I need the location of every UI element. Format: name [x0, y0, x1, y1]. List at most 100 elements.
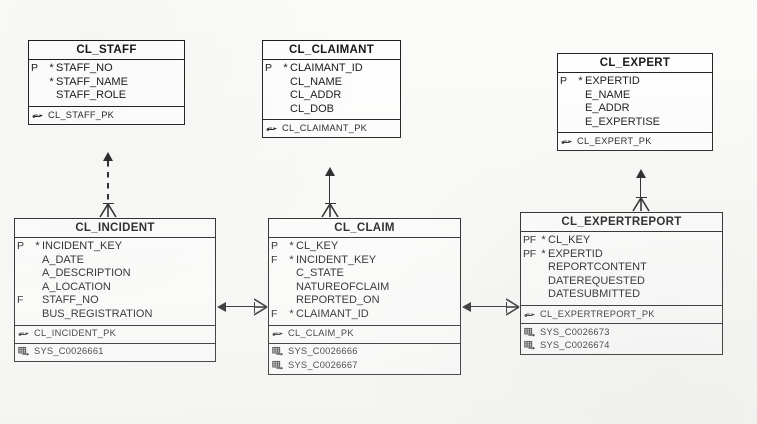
key-section: CL_STAFF_PK: [29, 107, 184, 124]
attribute-mandatory-marker: *: [289, 253, 294, 266]
attribute-row: STAFF_ROLE: [29, 89, 184, 103]
primary-key-label: CL_STAFF_PK: [48, 109, 115, 120]
attribute-row: A_DESCRIPTION: [15, 267, 215, 281]
attribute-row: F STAFF_NO: [15, 294, 215, 308]
attribute-mandatory-marker: *: [578, 75, 583, 87]
attribute-row: NATUREOFCLAIM: [269, 281, 460, 295]
index-row: SYS_C0026667: [269, 359, 460, 373]
primary-key-icon: [272, 332, 284, 337]
attribute-name: INCIDENT_KEY: [296, 253, 377, 266]
index-section: SYS_C0026661: [15, 344, 215, 361]
attribute-key-marker: F: [17, 294, 24, 307]
index-label: SYS_C0026666: [288, 346, 358, 357]
attribute-row: P*CLAIMANT_ID: [263, 62, 400, 76]
attribute-row: P*CL_KEY: [269, 240, 460, 254]
rel-report-claim-crows-foot: [506, 298, 520, 316]
attribute-name: E_EXPERTISE: [585, 115, 660, 128]
primary-key-icon: [266, 127, 278, 131]
attribute-row: F*INCIDENT_KEY: [269, 254, 460, 268]
attribute-row: BUS_REGISTRATION: [15, 308, 215, 322]
rel-claim-incident-line: [225, 306, 255, 308]
attribute-name: REPORTED_ON: [296, 294, 380, 307]
index-icon: [524, 327, 537, 338]
attribute-name: BUS_REGISTRATION: [42, 307, 153, 320]
primary-key-icon: [32, 113, 44, 118]
attribute-row: *STAFF_NAME: [29, 76, 184, 90]
attribute-mandatory-marker: *: [289, 240, 294, 252]
rel-report-expert-line: [640, 177, 642, 200]
attribute-row: P*INCIDENT_KEY: [15, 240, 215, 254]
attribute-row: F*CLAIMANT_ID: [269, 308, 460, 322]
attribute-name: CL_KEY: [296, 240, 339, 252]
primary-key-row: CL_EXPERTREPORT_PK: [521, 307, 722, 321]
index-row: SYS_C0026666: [269, 345, 460, 359]
primary-key-icon: [561, 140, 573, 144]
entity-title: CL_INCIDENT: [15, 219, 215, 238]
rel-report-expert-crows-foot: [632, 198, 650, 212]
rel-incident-staff-line: [107, 161, 109, 204]
rel-claim-claimant-tick: [324, 203, 336, 204]
rel-report-expert-arrowhead: [635, 169, 646, 178]
index-icon: [524, 341, 536, 350]
attribute-row: C_STATE: [269, 267, 460, 281]
key-section: CL_CLAIM_PK: [269, 326, 460, 344]
entity-title: CL_CLAIM: [269, 219, 460, 238]
attribute-row: REPORTED_ON: [269, 294, 460, 308]
attribute-name: STAFF_ROLE: [56, 89, 127, 102]
attribute-row: A_LOCATION: [15, 281, 215, 295]
attribute-name: NATUREOFCLAIM: [296, 280, 390, 293]
attribute-row: CL_DOB: [263, 103, 400, 117]
key-section: CL_INCIDENT_PK: [15, 326, 215, 344]
entity-title: CL_EXPERT: [558, 54, 712, 73]
attribute-mandatory-marker: *: [541, 234, 546, 246]
primary-key-icon: [524, 312, 536, 317]
attribute-key-marker: P: [31, 62, 38, 74]
index-label: SYS_C0026667: [288, 359, 358, 370]
attribute-name: STAFF_NAME: [56, 75, 128, 88]
rel-report-claim-line: [470, 306, 507, 308]
primary-key-row: CL_STAFF_PK: [29, 108, 184, 122]
attribute-mandatory-marker: *: [35, 240, 40, 252]
attribute-key-marker: P: [265, 62, 272, 74]
rel-report-claim-arrowhead: [462, 301, 471, 312]
index-icon: [524, 327, 536, 337]
attribute-name: STAFF_NO: [42, 294, 99, 307]
index-label: SYS_C0026661: [34, 346, 104, 357]
index-icon: [18, 346, 31, 357]
primary-key-icon: [272, 328, 285, 339]
primary-key-icon: [524, 309, 537, 320]
primary-key-label: CL_CLAIM_PK: [288, 328, 354, 339]
primary-key-icon: [18, 332, 30, 337]
attribute-mandatory-marker: *: [289, 307, 294, 320]
rel-claim-claimant-crows-foot: [321, 204, 339, 218]
attribute-name: CL_DOB: [290, 102, 335, 115]
primary-key-row: CL_CLAIMANT_PK: [263, 122, 400, 136]
entity-title: CL_EXPERTREPORT: [521, 213, 722, 232]
attribute-name: A_DATE: [42, 253, 84, 266]
primary-key-label: CL_EXPERTREPORT_PK: [540, 308, 655, 319]
rel-report-expert-tick: [635, 197, 647, 198]
rel-incident-staff-crows-foot: [99, 204, 117, 218]
attribute-row: E_NAME: [558, 89, 712, 103]
index-label: SYS_C0026674: [540, 340, 610, 351]
index-row: SYS_C0026661: [15, 345, 215, 359]
rel-incident-staff-tick: [102, 203, 114, 204]
attribute-name: CL_KEY: [548, 234, 591, 246]
attribute-name: CL_ADDR: [290, 89, 342, 102]
primary-key-icon: [18, 328, 31, 339]
index-label: SYS_C0026673: [540, 326, 610, 337]
rel-claim-incident-arrowhead: [217, 301, 226, 312]
attribute-row: PF*EXPERTID: [521, 248, 722, 262]
primary-key-row: CL_CLAIM_PK: [269, 327, 460, 341]
